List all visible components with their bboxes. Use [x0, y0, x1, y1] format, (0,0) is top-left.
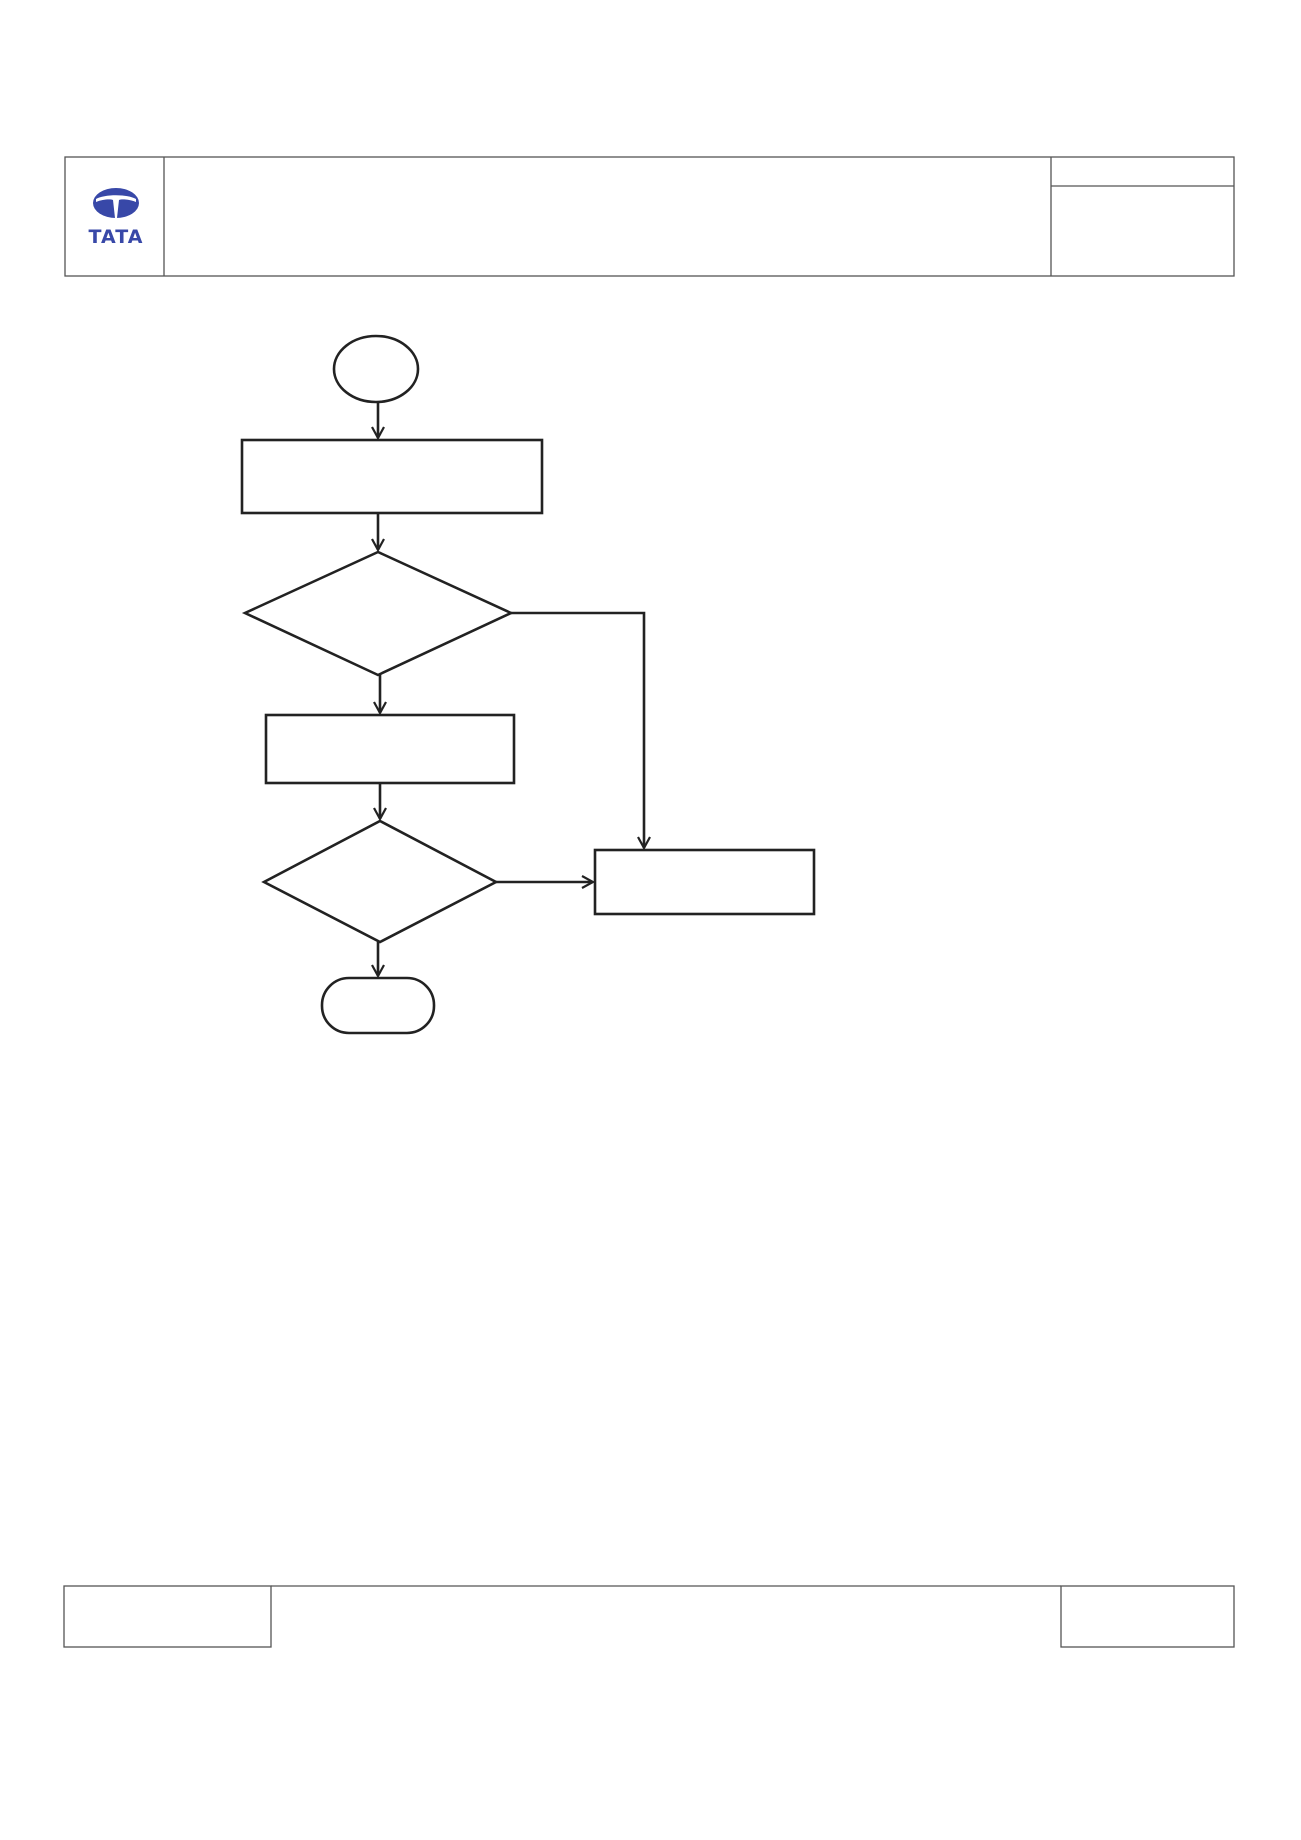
flowchart-start-node	[332, 334, 420, 404]
flowchart-end-node	[320, 976, 436, 1035]
footer-table	[63, 1585, 1235, 1648]
logo-t-mark	[96, 195, 136, 218]
tata-logo-icon: TATA	[89, 188, 144, 248]
footer-right-cell	[1060, 1585, 1235, 1648]
header-table	[64, 156, 1235, 277]
flowchart-process-1	[240, 438, 544, 515]
flowchart-decision-1	[241, 550, 515, 677]
connector-decision-1-to-process-3	[511, 611, 644, 848]
header-frame	[64, 156, 1235, 277]
flowchart-process-2	[264, 713, 516, 785]
flowchart	[240, 334, 816, 1035]
flowchart-decision-2	[261, 819, 499, 944]
flowchart-process-3	[593, 848, 816, 916]
footer-left-cell	[63, 1585, 272, 1648]
logo-wordmark: TATA	[89, 226, 144, 248]
